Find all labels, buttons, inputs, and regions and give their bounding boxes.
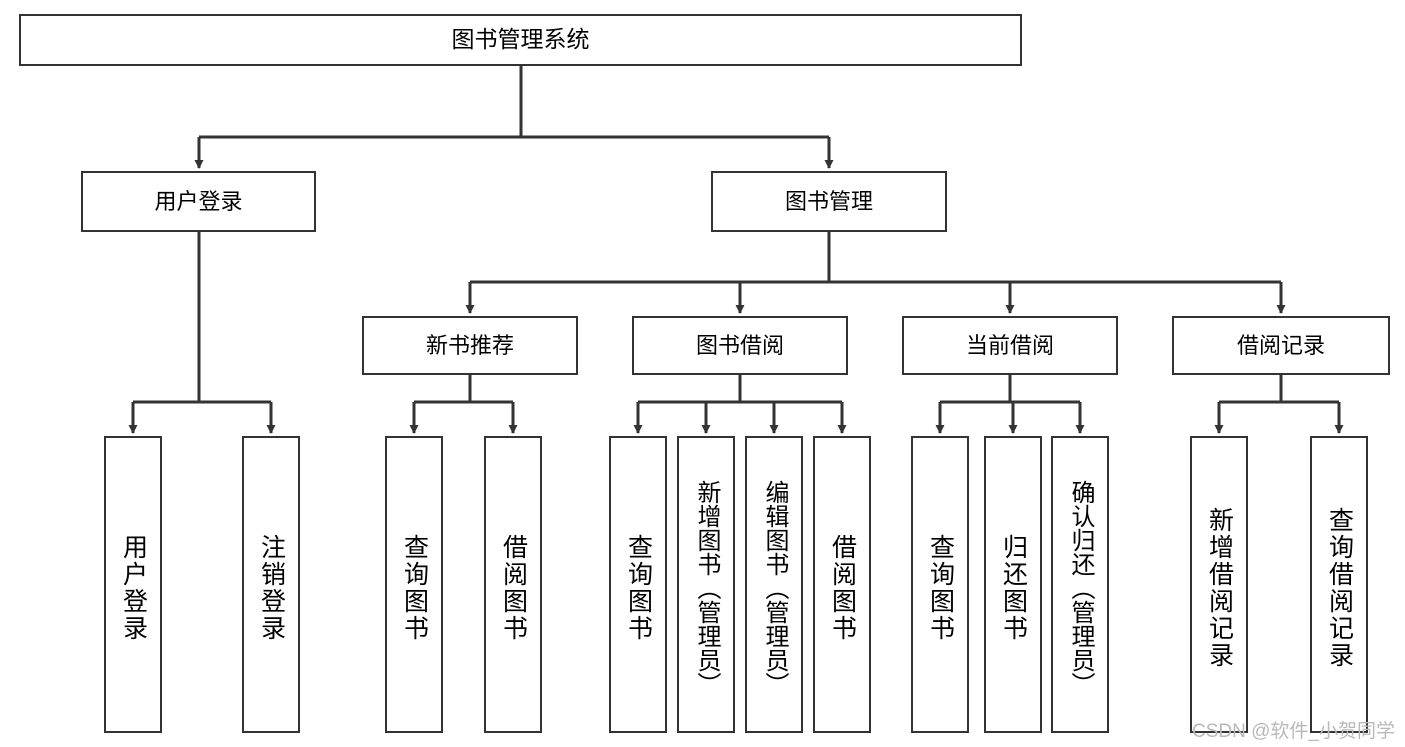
node-leaf9[interactable]: 查询图书 bbox=[911, 436, 969, 733]
node-leaf7[interactable]: 编辑图书（管理员） bbox=[745, 436, 803, 733]
node-leaf10[interactable]: 归还图书 bbox=[984, 436, 1042, 733]
watermark-text: CSDN @软件_小贺同学 bbox=[1192, 721, 1395, 742]
node-label: 图书管理系统 bbox=[451, 26, 590, 53]
node-label: 用户登录 bbox=[119, 533, 148, 642]
node-leaf2[interactable]: 注销登录 bbox=[242, 436, 300, 733]
node-label: 确认归还（管理员） bbox=[1067, 479, 1094, 696]
node-current[interactable]: 当前借阅 bbox=[902, 316, 1118, 375]
node-root[interactable]: 图书管理系统 bbox=[19, 14, 1022, 66]
node-label: 注销登录 bbox=[257, 533, 286, 642]
node-leaf13[interactable]: 查询借阅记录 bbox=[1310, 436, 1368, 733]
node-label: 查询图书 bbox=[624, 533, 653, 642]
node-label: 借阅记录 bbox=[1236, 332, 1325, 358]
node-label: 当前借阅 bbox=[965, 332, 1054, 358]
node-leaf12[interactable]: 新增借阅记录 bbox=[1190, 436, 1248, 733]
node-label: 查询图书 bbox=[400, 533, 429, 642]
node-label: 图书借阅 bbox=[695, 332, 784, 358]
node-label: 查询借阅记录 bbox=[1325, 506, 1354, 669]
node-label: 借阅图书 bbox=[828, 533, 857, 642]
node-label: 查询图书 bbox=[926, 533, 955, 642]
node-label: 图书管理 bbox=[784, 188, 873, 214]
node-leaf4[interactable]: 借阅图书 bbox=[484, 436, 542, 733]
node-label: 用户登录 bbox=[154, 188, 243, 214]
node-records[interactable]: 借阅记录 bbox=[1172, 316, 1390, 375]
node-leaf5[interactable]: 查询图书 bbox=[609, 436, 667, 733]
node-newbooks[interactable]: 新书推荐 bbox=[362, 316, 578, 375]
node-login[interactable]: 用户登录 bbox=[81, 171, 316, 232]
node-label: 归还图书 bbox=[999, 533, 1028, 642]
node-label: 新增图书（管理员） bbox=[693, 479, 720, 696]
node-leaf3[interactable]: 查询图书 bbox=[385, 436, 443, 733]
node-bookmgr[interactable]: 图书管理 bbox=[711, 171, 947, 232]
node-label: 新增借阅记录 bbox=[1205, 506, 1234, 669]
node-label: 借阅图书 bbox=[499, 533, 528, 642]
node-label: 新书推荐 bbox=[425, 332, 514, 358]
node-borrow[interactable]: 图书借阅 bbox=[632, 316, 848, 375]
node-leaf8[interactable]: 借阅图书 bbox=[813, 436, 871, 733]
node-leaf6[interactable]: 新增图书（管理员） bbox=[677, 436, 735, 733]
node-leaf1[interactable]: 用户登录 bbox=[104, 436, 162, 733]
node-label: 编辑图书（管理员） bbox=[761, 479, 788, 696]
node-leaf11[interactable]: 确认归还（管理员） bbox=[1051, 436, 1109, 733]
